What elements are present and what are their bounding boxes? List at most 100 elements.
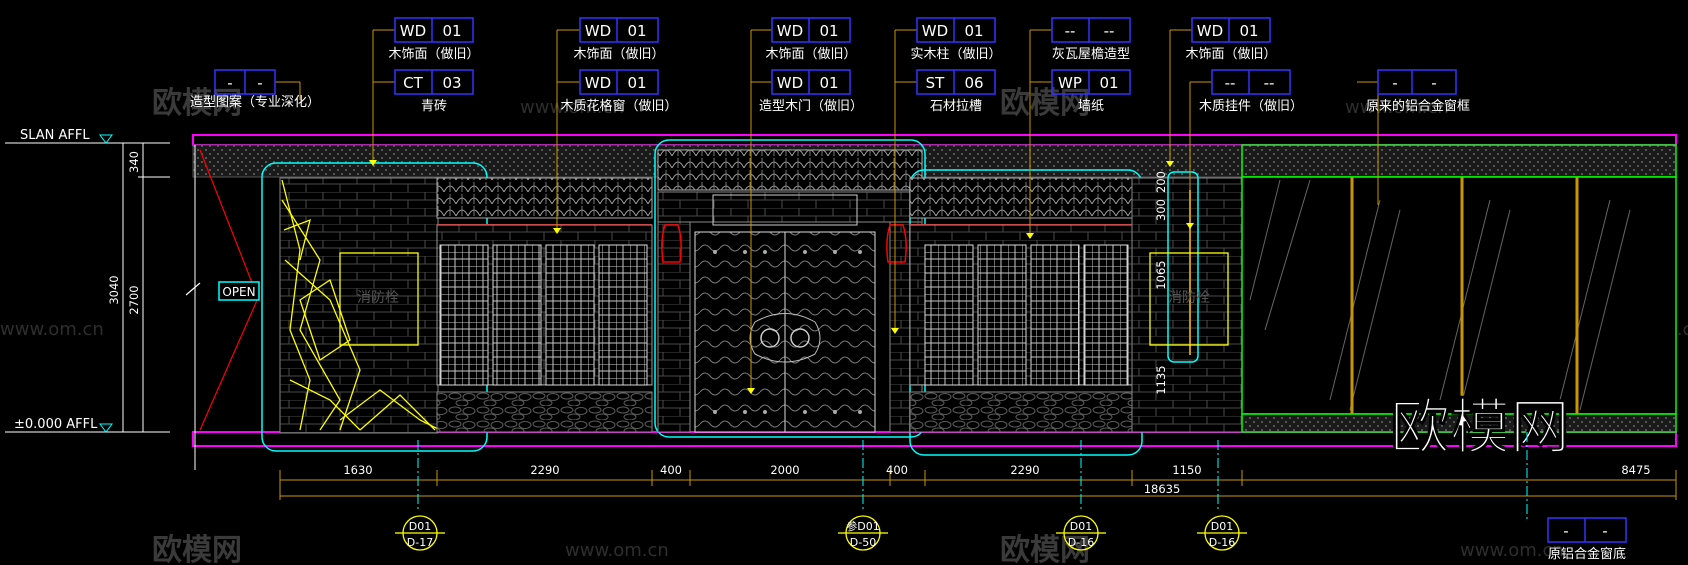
dim-1150: 1150 [1172, 463, 1201, 477]
tag-label: 原铝合金窗底 [1548, 546, 1626, 562]
tag-code: WD [922, 22, 948, 40]
left-dimensions [118, 142, 170, 433]
callout-bottom: D-16 [1209, 536, 1235, 549]
tag-label: 木饰面（做旧） [388, 47, 479, 62]
material-tags [214, 17, 1627, 543]
tag-num: 01 [819, 74, 838, 92]
glass-hatch [1249, 179, 1631, 411]
door-leaf-left [694, 231, 786, 433]
tag-num: 01 [627, 74, 646, 92]
tag-label: 灰瓦屋檐造型 [1052, 47, 1130, 62]
tag-num: 01 [627, 22, 646, 40]
tag-label: 墙纸 [1078, 99, 1104, 114]
tag-label: 木质挂件（做旧） [1199, 99, 1303, 114]
tag-num: - [257, 74, 262, 92]
break-mark [185, 282, 201, 296]
wood-pendant-outline [1167, 171, 1199, 363]
watermark-brand: 欧模网 [1000, 86, 1090, 121]
watermark-logo: 欧模网 [1390, 393, 1570, 463]
tag-num: 01 [1099, 74, 1118, 92]
tag-label: 木饰面（做旧） [573, 47, 664, 62]
bottom-dimension-chain [279, 470, 1677, 500]
tag-num: - [1602, 522, 1607, 540]
open-sign [218, 281, 260, 301]
door-studs [713, 250, 862, 414]
door-lintel [657, 191, 923, 223]
dim-2290-left: 2290 [530, 463, 559, 477]
door-column-left [657, 221, 691, 433]
tag-code: CT [403, 74, 423, 92]
callout-bottom: D-17 [407, 536, 433, 549]
watermark-url: www.om.cn [565, 540, 669, 561]
level-top: SLAN AFFL [5, 128, 170, 144]
dim-1630: 1630 [343, 463, 372, 477]
door-plaque-frame [712, 194, 858, 226]
tag-code: - [227, 74, 232, 92]
tag-code: WD [777, 74, 803, 92]
dim-300: 300 [1154, 199, 1168, 221]
decorative-pattern [281, 179, 441, 431]
level-bottom: ±0.000 AFFL [5, 417, 170, 433]
tag-code: - [1392, 74, 1397, 92]
lattice-windows-left [439, 244, 648, 386]
tag-num: -- [1104, 22, 1115, 40]
dim-2700: 2700 [127, 285, 141, 314]
tag-label: 石材拉槽 [930, 99, 982, 114]
window-header [1241, 144, 1677, 178]
watermark-brand: 欧模网 [152, 86, 242, 121]
door-knocker-right [790, 328, 810, 348]
window-mullions [1350, 177, 1579, 414]
watermark-url: www.om.cn [1345, 97, 1449, 118]
dim-2290-right: 2290 [1010, 463, 1039, 477]
tag-num: 06 [964, 74, 983, 92]
tag-code: -- [1065, 22, 1076, 40]
door-knocker-left [760, 328, 780, 348]
callout-top: D01 [1070, 520, 1092, 533]
tag-code: WD [585, 74, 611, 92]
plaque-label: 消防栓 [357, 290, 399, 306]
watermark-url: www.om.cn [1460, 540, 1564, 561]
open-sign-text: OPEN [222, 285, 255, 299]
window-sill [1241, 413, 1677, 433]
tag-label: 实木柱（做旧） [910, 47, 1001, 62]
tag-label: 原来的铝合金窗框 [1366, 98, 1470, 114]
tag-num: -- [1264, 74, 1275, 92]
tag-code: WD [585, 22, 611, 40]
tile-eave-right [909, 177, 1133, 219]
tile-roof-door [657, 149, 923, 191]
dim-340: 340 [127, 151, 141, 173]
dim-1065: 1065 [1154, 260, 1168, 289]
callout-top: D01 [409, 520, 431, 533]
tag-num: 03 [442, 74, 461, 92]
tag-label: 青砖 [421, 99, 447, 114]
tag-num: 01 [1239, 22, 1258, 40]
red-lantern-right [886, 224, 907, 263]
leader-arrows [369, 160, 1194, 394]
dim-400-right: 400 [886, 463, 908, 477]
tag-code: -- [1225, 74, 1236, 92]
callout-bottom: D-50 [850, 536, 876, 549]
tag-label: 造型木门（做旧） [759, 99, 863, 114]
fire-hydrant-panel-left [339, 252, 419, 346]
level-top-label: SLAN AFFL [20, 128, 90, 143]
tag-num: 01 [819, 22, 838, 40]
fire-hydrant-panel-right [1149, 252, 1229, 346]
callout-leaders [417, 432, 1528, 520]
level-bottom-label: ±0.000 AFFL [14, 417, 98, 432]
tag-label: 木饰面（做旧） [765, 47, 856, 62]
callout-bottom: D-16 [1068, 536, 1094, 549]
aluminium-window [1241, 176, 1677, 415]
callout-top: 参D01 [846, 519, 879, 533]
watermark-url: www.om.cn [0, 319, 104, 340]
dim-8475: 8475 [1621, 463, 1650, 477]
dim-1135: 1135 [1154, 365, 1168, 394]
watermark-url: www.om.cn [520, 97, 624, 118]
tag-label: 造型图案（专业深化） [190, 95, 320, 110]
tag-leaders [275, 29, 1379, 390]
tag-label: 木饰面（做旧） [1185, 47, 1276, 62]
tag-code: WP [1058, 74, 1082, 92]
dim-400-left: 400 [660, 463, 682, 477]
dim-200: 200 [1154, 171, 1168, 193]
dim-3040: 3040 [107, 275, 121, 304]
